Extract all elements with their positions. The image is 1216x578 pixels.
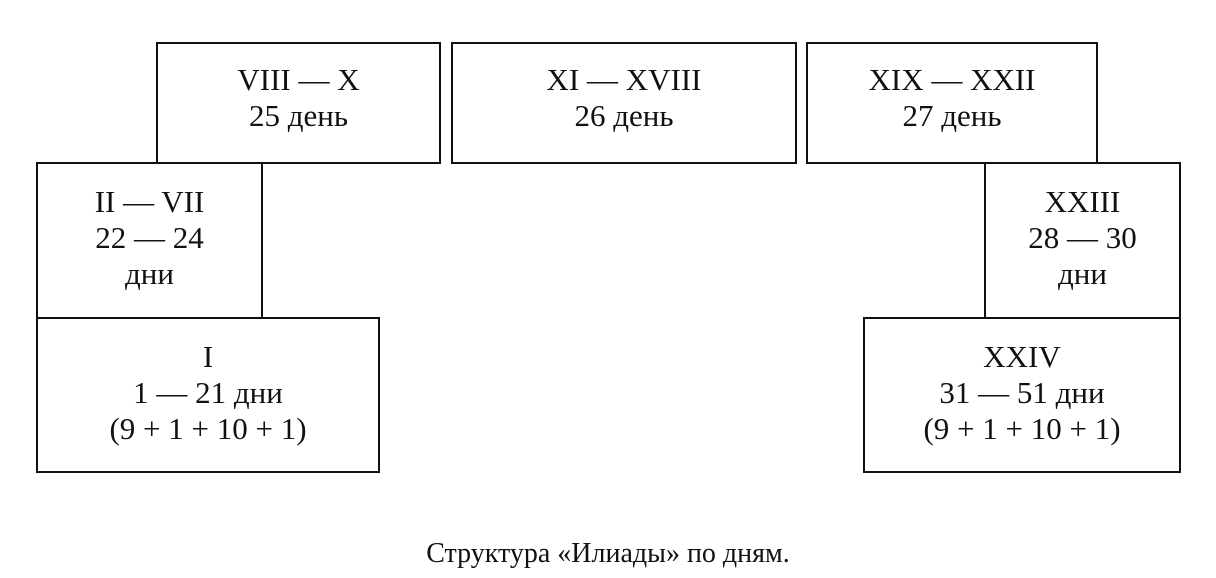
box-days: 1 — 21 дни xyxy=(133,375,283,410)
box-books-19-22: XIX — XXII 27 день xyxy=(806,42,1098,164)
figure-caption: Структура «Илиады» по дням. xyxy=(426,538,790,569)
box-days: 25 день xyxy=(248,98,348,133)
box-unit: дни xyxy=(1058,256,1107,291)
box-books: II — VII xyxy=(94,184,205,219)
box-days: 27 день xyxy=(902,98,1002,133)
box-books: XXIV xyxy=(983,339,1061,374)
box-breakdown: (9 + 1 + 10 + 1) xyxy=(923,411,1121,446)
box-books-2-7: II — VII 22 — 24 дни xyxy=(36,162,263,319)
box-book-1: I 1 — 21 дни (9 + 1 + 10 + 1) xyxy=(36,317,380,473)
box-unit: дни xyxy=(125,256,174,291)
box-books: I xyxy=(202,339,214,374)
box-days: 26 день xyxy=(574,98,674,133)
box-days: 22 — 24 xyxy=(95,220,204,255)
box-book-23: XXIII 28 — 30 дни xyxy=(984,162,1181,319)
box-books-11-18: XI — XVIII 26 день xyxy=(451,42,797,164)
box-books: XIX — XXII xyxy=(868,62,1036,97)
box-books: XXIII xyxy=(1044,184,1121,219)
box-days: 28 — 30 xyxy=(1028,220,1137,255)
box-book-24: XXIV 31 — 51 дни (9 + 1 + 10 + 1) xyxy=(863,317,1181,473)
box-days: 31 — 51 дни xyxy=(939,375,1105,410)
box-books-8-10: VIII — X 25 день xyxy=(156,42,441,164)
box-books: XI — XVIII xyxy=(546,62,702,97)
box-books: VIII — X xyxy=(237,62,360,97)
box-breakdown: (9 + 1 + 10 + 1) xyxy=(109,411,307,446)
